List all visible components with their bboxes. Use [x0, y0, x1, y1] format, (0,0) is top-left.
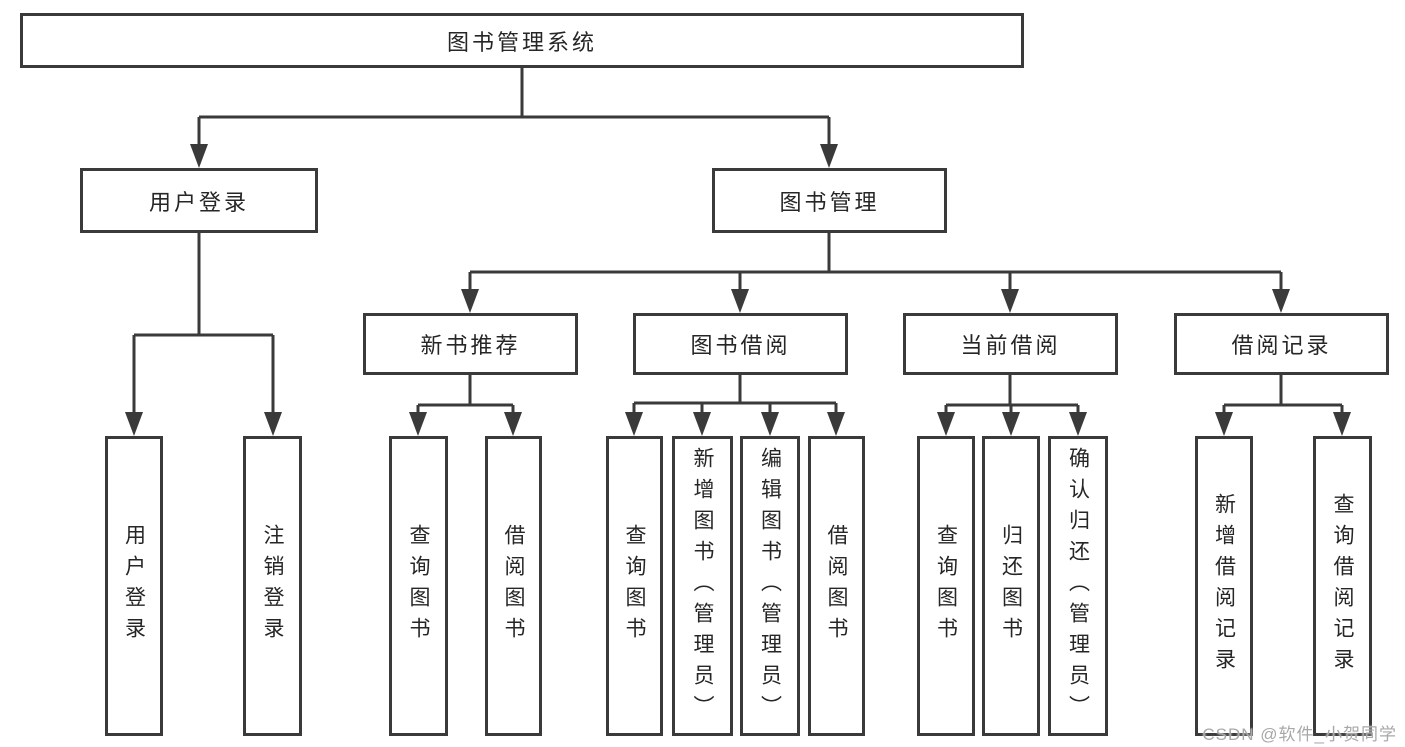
node-borrow-records-label: 借阅记录: [1231, 333, 1332, 358]
leaf-add-borrow-record: 新增借阅记录: [1195, 436, 1253, 736]
leaf-confirm-return-admin: 确认归还（管理员）: [1048, 436, 1108, 736]
leaf-borrow-books-recommend: 借阅图书: [485, 436, 542, 736]
leaf-borrow-books-label: 借阅图书: [825, 524, 848, 648]
node-borrow-records: 借阅记录: [1174, 313, 1389, 375]
node-book-borrow: 图书借阅: [633, 313, 848, 375]
leaf-query-books-recommend: 查询图书: [389, 436, 448, 736]
leaf-query-books-borrow-label: 查询图书: [623, 524, 646, 648]
leaf-edit-books-admin-label: 编辑图书（管理员）: [758, 446, 782, 726]
leaf-borrow-books-recommend-label: 借阅图书: [502, 524, 525, 648]
leaf-query-books-current: 查询图书: [917, 436, 975, 736]
leaf-return-books-label: 归还图书: [999, 524, 1023, 648]
node-new-book-recommend: 新书推荐: [363, 313, 578, 375]
leaf-query-books-current-label: 查询图书: [934, 524, 958, 648]
leaf-logout-label: 注销登录: [261, 524, 284, 648]
node-book-borrow-label: 图书借阅: [690, 333, 791, 358]
node-new-book-recommend-label: 新书推荐: [420, 333, 521, 358]
leaf-query-books-recommend-label: 查询图书: [407, 524, 430, 648]
node-book-management: 图书管理: [712, 168, 947, 233]
node-user-login-label: 用户登录: [148, 189, 249, 215]
leaf-add-books-admin-label: 新增图书（管理员）: [691, 446, 714, 726]
leaf-add-borrow-record-label: 新增借阅记录: [1212, 493, 1236, 679]
leaf-return-books: 归还图书: [982, 436, 1040, 736]
leaf-query-borrow-record-label: 查询借阅记录: [1331, 493, 1354, 679]
leaf-borrow-books: 借阅图书: [808, 436, 865, 736]
leaf-edit-books-admin: 编辑图书（管理员）: [740, 436, 800, 736]
leaf-user-login: 用户登录: [105, 436, 163, 736]
arrowheads: [125, 144, 1351, 436]
leaf-user-login-label: 用户登录: [122, 524, 146, 648]
leaf-query-books-borrow: 查询图书: [606, 436, 663, 736]
node-current-borrow-label: 当前借阅: [960, 333, 1061, 358]
node-root-label: 图书管理系统: [446, 29, 597, 55]
leaf-add-books-admin: 新增图书（管理员）: [672, 436, 733, 736]
leaf-confirm-return-admin-label: 确认归还（管理员）: [1066, 446, 1090, 726]
node-root: 图书管理系统: [20, 13, 1024, 68]
node-book-management-label: 图书管理: [779, 189, 880, 215]
leaf-logout: 注销登录: [243, 436, 302, 736]
node-user-login: 用户登录: [80, 168, 318, 233]
leaf-query-borrow-record: 查询借阅记录: [1313, 436, 1372, 736]
node-current-borrow: 当前借阅: [903, 313, 1118, 375]
csdn-watermark: CSDN @软件_小贺同学: [1202, 725, 1397, 744]
